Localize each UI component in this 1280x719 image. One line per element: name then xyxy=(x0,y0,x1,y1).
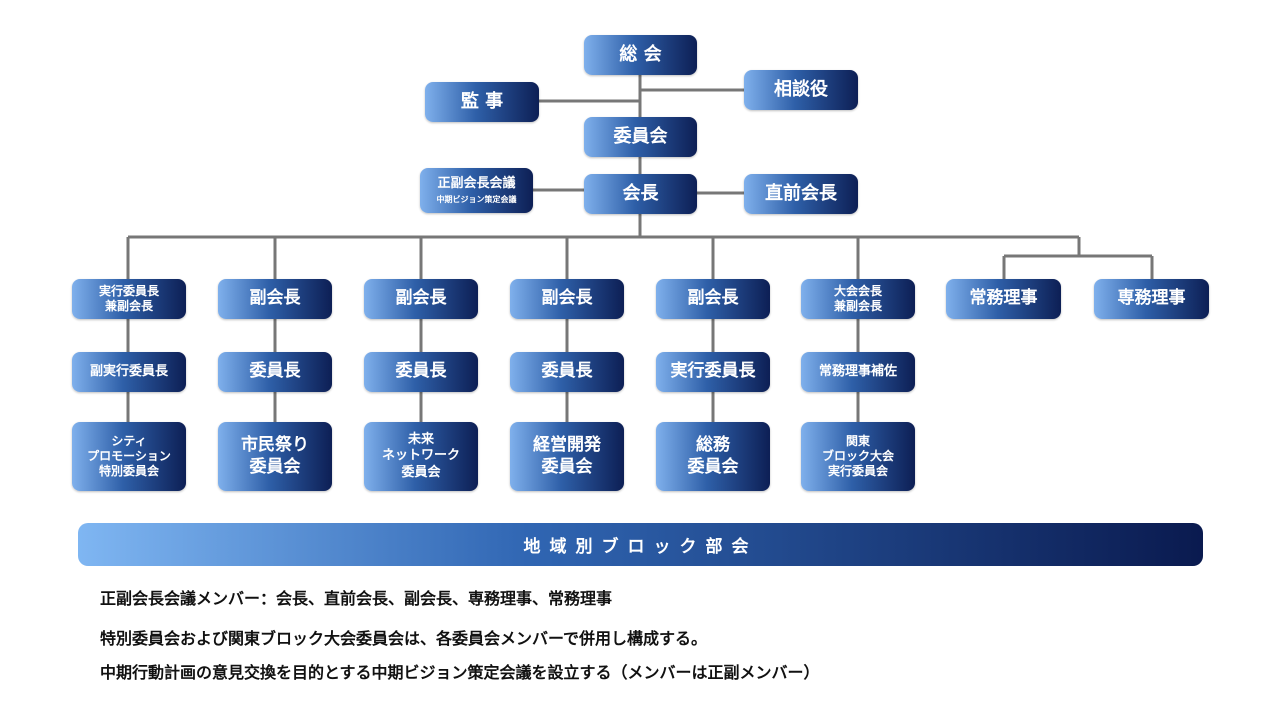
kanji-box: 監 事 xyxy=(425,82,539,122)
column-1-mid: 副実行委員長 xyxy=(72,352,186,392)
column-1-bottom-line3: 特別委員会 xyxy=(98,464,159,478)
column-4-head-label: 副会長 xyxy=(541,288,593,309)
column-3-bottom: 未来 ネットワーク 委員会 xyxy=(364,422,478,491)
note-line-1: 正副会長会議メンバー：会長、直前会長、副会長、専務理事、常務理事 xyxy=(100,589,613,608)
column-6-head-line1: 大会会長 xyxy=(833,284,882,298)
banner-label: 地域別ブロック部会 xyxy=(523,537,758,557)
column-1-bottom-line2: プロモーション xyxy=(87,449,171,463)
column-3-mid: 委員長 xyxy=(364,352,478,392)
column-4-bottom: 経営開発 委員会 xyxy=(510,422,624,491)
kaichou-box: 会長 xyxy=(584,174,697,214)
column-6-head-line2: 兼副会長 xyxy=(833,299,882,313)
senmu-riji-box: 専務理事 xyxy=(1094,279,1209,319)
column-1-head: 実行委員長 兼副会長 xyxy=(72,279,186,319)
column-5-bottom-line1: 総務 xyxy=(696,435,730,456)
column-4-mid-label: 委員長 xyxy=(541,361,593,382)
column-2-bottom: 市民祭り 委員会 xyxy=(218,422,332,491)
chokuzen-label: 直前会長 xyxy=(765,182,837,204)
column-2-mid-label: 委員長 xyxy=(249,361,301,382)
column-6-bottom-line2: ブロック大会 xyxy=(821,449,894,463)
column-4-bottom-line1: 経営開発 xyxy=(533,435,601,456)
column-1-mid-label: 副実行委員長 xyxy=(89,363,168,379)
column-2-head: 副会長 xyxy=(218,279,332,319)
column-2-head-label: 副会長 xyxy=(249,288,301,309)
column-2-bottom-line2: 委員会 xyxy=(249,456,301,477)
column-2-mid: 委員長 xyxy=(218,352,332,392)
column-5-head: 副会長 xyxy=(656,279,770,319)
column-5-mid: 実行委員長 xyxy=(656,352,770,392)
column-6-bottom-line3: 実行委員会 xyxy=(827,464,888,478)
seifuku-kaigi-label: 正副会長会議 xyxy=(437,176,516,192)
column-4-head: 副会長 xyxy=(510,279,624,319)
note-line-3: 中期行動計画の意見交換を目的とする中期ビジョン策定会議を設立する（メンバーは正副… xyxy=(100,663,820,682)
column-3-head: 副会長 xyxy=(364,279,478,319)
column-2-bottom-line1: 市民祭り xyxy=(241,435,309,456)
soukai-label: 総 会 xyxy=(619,43,662,65)
column-5-mid-label: 実行委員長 xyxy=(670,361,756,382)
column-1-head-line2: 兼副会長 xyxy=(104,299,153,313)
vision-kaigi-label: 中期ビジョン策定会議 xyxy=(436,194,517,204)
soudan-label: 相談役 xyxy=(774,78,828,100)
column-6-bottom: 関東 ブロック大会 実行委員会 xyxy=(801,422,915,491)
column-5-bottom: 総務 委員会 xyxy=(656,422,770,491)
soukai-box: 総 会 xyxy=(584,35,697,75)
joumu-riji-box: 常務理事 xyxy=(946,279,1061,319)
block-bukai-banner: 地域別ブロック部会 xyxy=(78,523,1203,566)
column-3-bottom-line3: 委員会 xyxy=(401,464,441,480)
kanji-label: 監 事 xyxy=(460,90,504,112)
column-3-head-label: 副会長 xyxy=(395,288,447,309)
column-6-head: 大会会長 兼副会長 xyxy=(801,279,915,319)
iinkai-label: 委員会 xyxy=(613,125,668,147)
senmu-riji-label: 専務理事 xyxy=(1117,288,1186,309)
soudan-box: 相談役 xyxy=(744,70,858,110)
column-3-bottom-line2: ネットワーク xyxy=(381,448,460,464)
note-line-2: 特別委員会および関東ブロック大会委員会は、各委員会メンバーで併用し構成する。 xyxy=(100,629,708,648)
seifuku-kaigi-box: 正副会長会議 中期ビジョン策定会議 xyxy=(420,168,533,213)
joumu-riji-label: 常務理事 xyxy=(969,288,1038,309)
column-1-bottom: シティ プロモーション 特別委員会 xyxy=(72,422,186,491)
column-1-bottom-line1: シティ xyxy=(111,434,147,448)
column-5-head-label: 副会長 xyxy=(687,288,739,309)
column-1-head-line1: 実行委員長 xyxy=(98,284,159,298)
iinkai-box: 委員会 xyxy=(584,117,697,157)
column-6-bottom-line1: 関東 xyxy=(845,434,870,448)
column-5-bottom-line2: 委員会 xyxy=(687,456,739,477)
column-4-mid: 委員長 xyxy=(510,352,624,392)
chokuzen-box: 直前会長 xyxy=(744,174,858,214)
column-6-mid-label: 常務理事補佐 xyxy=(818,363,897,379)
kaichou-label: 会長 xyxy=(622,182,659,204)
column-3-bottom-line1: 未来 xyxy=(407,432,434,448)
column-3-mid-label: 委員長 xyxy=(395,361,447,382)
column-6-mid: 常務理事補佐 xyxy=(801,352,915,392)
column-4-bottom-line2: 委員会 xyxy=(541,456,593,477)
